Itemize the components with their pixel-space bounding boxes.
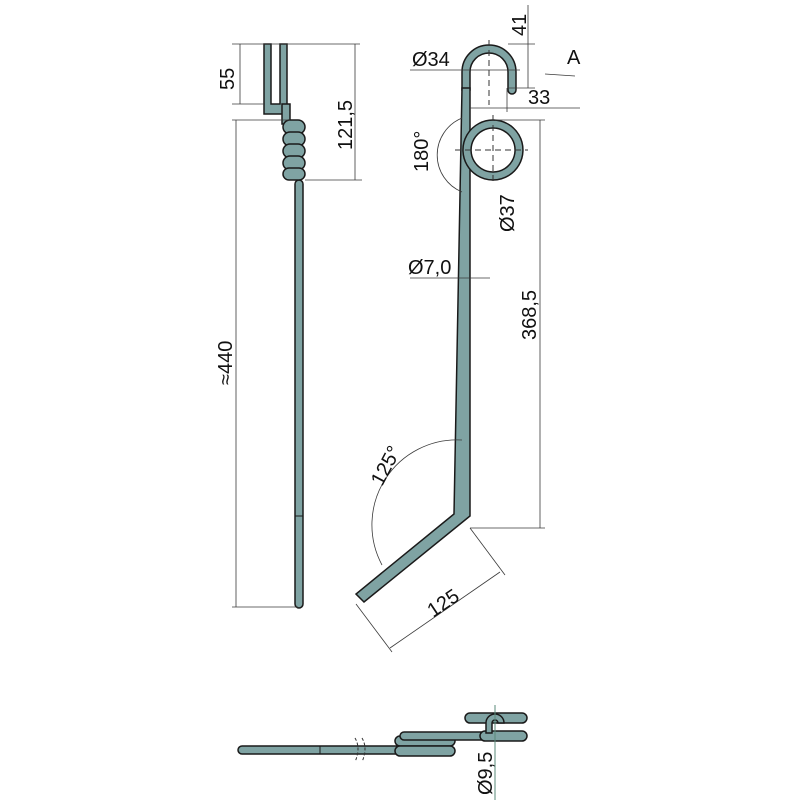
dim-hook-diameter: Ø34 [412, 49, 450, 71]
dim-fork-diameter: Ø9,5 [475, 752, 497, 795]
side-view: 55 121,5 ≈440 [215, 43, 362, 609]
dim-total-length: ≈440 [215, 341, 237, 385]
bottom-view: Ø9,5 [237, 705, 528, 800]
front-view: Ø34 41 A 33 180° Ø37 Ø7,0 368,5 125° 125 [354, 5, 581, 653]
view-label-a: A [567, 47, 581, 69]
front-view-shaft [354, 87, 471, 604]
coil [462, 119, 524, 181]
angle-bend: 125° [367, 442, 406, 489]
dim-top-fork: 55 [217, 68, 239, 90]
dim-hook-height: 41 [509, 14, 531, 36]
dim-coil-height: 121,5 [335, 100, 357, 150]
dim-shaft-length: 368,5 [519, 290, 541, 340]
hook [461, 44, 517, 95]
side-view-shaft [294, 179, 304, 609]
angle-coil: 180° [411, 131, 433, 172]
dim-coil-diameter: Ø37 [497, 194, 519, 232]
side-view-coil [282, 119, 306, 181]
dim-wire-diameter: Ø7,0 [408, 257, 451, 279]
dim-tip-length: 125 [423, 585, 463, 622]
dim-hook-width: 33 [528, 87, 550, 109]
